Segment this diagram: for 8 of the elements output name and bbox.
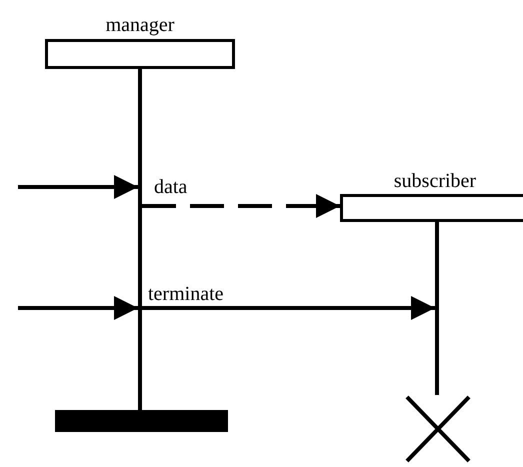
- lifeline: [138, 69, 142, 410]
- object-name: subscriber: [392, 170, 478, 192]
- message-arrow: [142, 296, 435, 320]
- message-arrow: [18, 175, 138, 199]
- message-arrow: [142, 194, 340, 218]
- message-arrow: [18, 296, 138, 320]
- lifeline: [435, 222, 439, 395]
- object-name: manager: [104, 14, 176, 36]
